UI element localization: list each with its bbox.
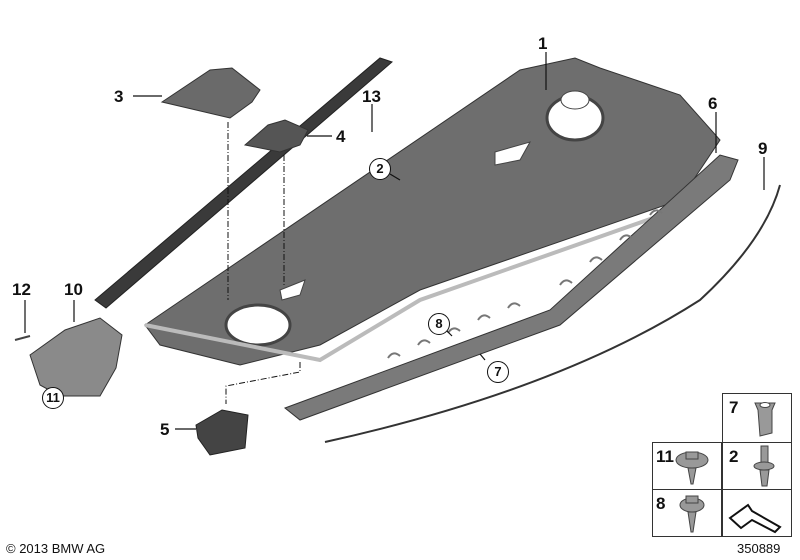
callout-5: 5 [160, 420, 170, 439]
circled-callout-7: 7 [487, 361, 509, 383]
part-9-seal-cord [324, 184, 781, 443]
diagram-number: 350889 [737, 541, 781, 556]
circled-callout-11: 11 [42, 387, 64, 409]
grid-label-8: 8 [656, 494, 666, 513]
callout-9: 9 [758, 139, 768, 158]
callout-10: 10 [64, 280, 83, 299]
grid-label-11: 11 [656, 447, 674, 466]
callout-4: 4 [336, 127, 346, 146]
grid-label-7: 7 [729, 398, 739, 417]
callout-3: 3 [114, 87, 124, 106]
part-5-cover [195, 409, 249, 456]
part-3-cover [160, 67, 261, 119]
callout-13: 13 [362, 87, 381, 106]
copyright-text: © 2013 BMW AG [6, 541, 106, 556]
callout-6: 6 [708, 94, 718, 113]
circled-callout-2: 2 [369, 158, 391, 180]
grid-cell-arrow [722, 489, 792, 537]
part-10-bracket [29, 317, 123, 397]
callout-12: 12 [12, 280, 31, 299]
part-4-cover [243, 119, 309, 153]
grid-cell-8 [652, 489, 722, 537]
callout-1: 1 [538, 34, 548, 53]
part-6-trim [283, 154, 739, 421]
circled-callout-8: 8 [428, 313, 450, 335]
grid-label-2: 2 [729, 447, 739, 466]
